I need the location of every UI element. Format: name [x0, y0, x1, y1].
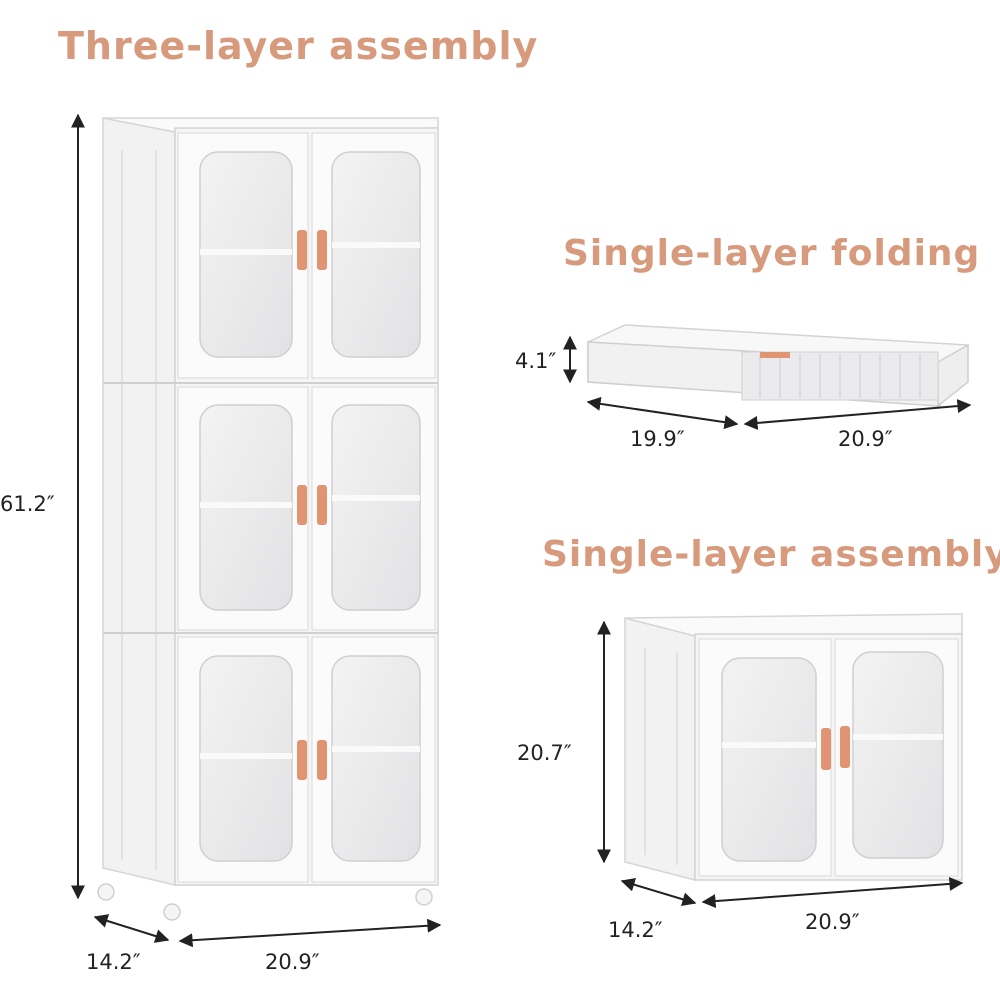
- single-assembly-width-label: 20.9″: [805, 910, 860, 934]
- single-assembly-title: Single-layer assembly: [542, 534, 1000, 575]
- single-assembly-height-label: 20.7″: [517, 741, 572, 765]
- single-layer-cabinet: [624, 613, 963, 881]
- fold-depth-arrow: [586, 396, 739, 430]
- single-folding-title: Single-layer folding: [563, 233, 981, 274]
- width-arrow: [178, 918, 442, 948]
- three-layer-height-label: 61.2″: [0, 492, 55, 516]
- caster-wheels: [97, 883, 433, 921]
- folding-width-label: 20.9″: [838, 427, 893, 451]
- folded-cabinet: [587, 324, 970, 408]
- single-depth-arrow: [620, 877, 697, 907]
- folding-height-label: 4.1″: [515, 349, 557, 373]
- three-layer-cabinet: [97, 117, 439, 921]
- three-layer-title: Three-layer assembly: [58, 24, 539, 68]
- three-layer-width-label: 20.9″: [265, 950, 320, 974]
- depth-arrow: [93, 914, 170, 943]
- three-layer-depth-label: 14.2″: [86, 950, 141, 974]
- folding-depth-label: 19.9″: [630, 427, 685, 451]
- single-assembly-depth-label: 14.2″: [608, 918, 663, 942]
- fold-width-arrow: [743, 399, 972, 430]
- single-width-arrow: [701, 876, 964, 909]
